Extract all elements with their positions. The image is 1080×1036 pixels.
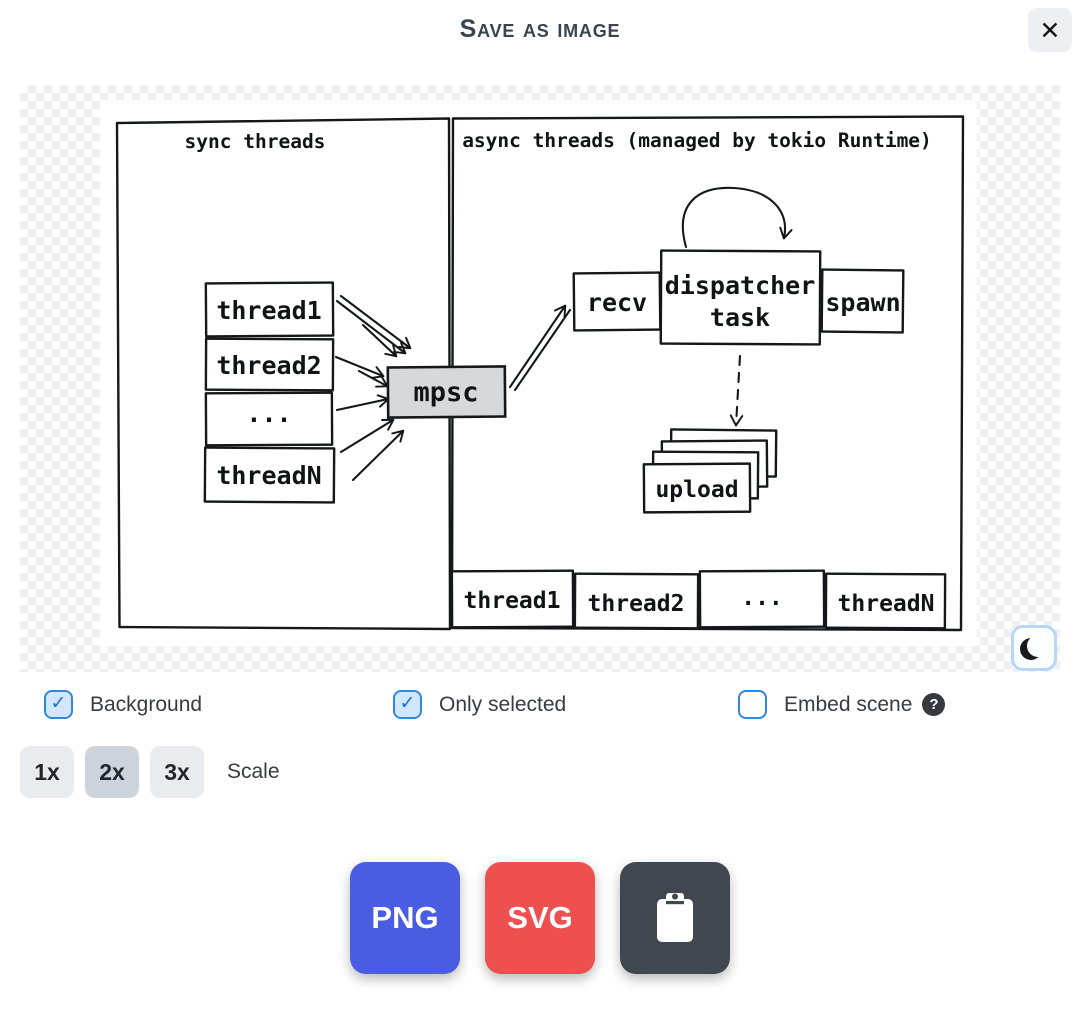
scale-3x-label: 3x: [164, 758, 190, 785]
embed-scene-label: Embed scene: [784, 692, 913, 716]
dispatcher-node: dispatcher task: [659, 249, 822, 346]
scale-label: Scale: [227, 760, 280, 783]
only-selected-option: ✓ Only selected: [393, 690, 566, 719]
async-thread-label: thread1: [464, 588, 561, 614]
background-label: Background: [90, 692, 203, 716]
sync-thread-label: thread2: [216, 351, 321, 380]
clipboard-icon: [657, 893, 693, 942]
upload-label: upload: [655, 477, 738, 503]
copy-to-clipboard-button[interactable]: [620, 862, 730, 974]
dialog-title: Save as image: [459, 15, 621, 43]
sync-threads-frame: [115, 117, 452, 631]
export-png-button[interactable]: PNG: [350, 862, 460, 974]
check-icon: ✓: [399, 692, 416, 714]
moon-icon: [1027, 635, 1049, 657]
spawn-node: spawn: [820, 268, 905, 334]
embed-scene-checkbox[interactable]: [738, 690, 767, 719]
close-icon[interactable]: ✕: [1028, 8, 1072, 52]
async-threads-frame: [450, 115, 965, 632]
sync-thread-stack: thread1 thread2 ... threadN: [203, 281, 336, 504]
recv-node: recv: [572, 271, 662, 332]
diagram-canvas: sync threads async threads (managed by t…: [100, 100, 977, 646]
scale-3x-button[interactable]: 3x: [150, 746, 204, 798]
sync-thread-label: threadN: [216, 461, 321, 490]
sync-threads-title: sync threads: [185, 130, 326, 153]
export-svg-button[interactable]: SVG: [485, 862, 595, 974]
dark-mode-toggle[interactable]: [1011, 625, 1057, 671]
background-checkbox[interactable]: ✓: [44, 690, 73, 719]
only-selected-checkbox[interactable]: ✓: [393, 690, 422, 719]
sync-thread-label: ...: [246, 399, 291, 428]
dispatcher-to-upload-arrow: [729, 354, 744, 427]
check-icon: ✓: [50, 692, 67, 714]
async-thread-row: thread1 thread2 ... threadN: [450, 569, 947, 630]
diagram-svg: sync threads async threads (managed by t…: [115, 115, 965, 632]
dispatcher-label-line2: task: [710, 303, 770, 332]
background-option: ✓ Background: [44, 690, 202, 719]
scale-2x-label: 2x: [99, 758, 125, 785]
async-thread-label: thread2: [588, 591, 685, 617]
scale-1x-label: 1x: [34, 758, 60, 785]
scale-1x-button[interactable]: 1x: [20, 746, 74, 798]
mpsc-node: mpsc: [386, 365, 507, 419]
export-svg-label: SVG: [507, 900, 573, 935]
embed-scene-option: Embed scene ?: [738, 690, 946, 719]
spawn-label: spawn: [825, 288, 900, 317]
sync-to-mpsc-arrows: [334, 294, 412, 482]
scale-2x-button[interactable]: 2x: [85, 746, 139, 798]
dispatcher-self-loop-arrow: [681, 186, 793, 249]
mpsc-label: mpsc: [413, 377, 478, 408]
async-thread-label: ...: [741, 585, 783, 611]
mpsc-to-recv-arrow: [508, 304, 572, 392]
help-icon[interactable]: ?: [922, 693, 946, 716]
close-glyph: ✕: [1039, 15, 1061, 45]
async-threads-title: async threads (managed by tokio Runtime): [462, 129, 932, 152]
sync-thread-label: thread1: [216, 296, 321, 325]
export-preview: sync threads async threads (managed by t…: [20, 85, 1060, 672]
upload-stack: upload: [642, 428, 778, 514]
only-selected-label: Only selected: [439, 692, 567, 716]
export-png-label: PNG: [371, 900, 439, 935]
async-thread-label: threadN: [838, 591, 935, 617]
recv-label: recv: [587, 288, 647, 317]
help-glyph: ?: [929, 696, 939, 713]
dispatcher-label-line1: dispatcher: [665, 271, 816, 300]
